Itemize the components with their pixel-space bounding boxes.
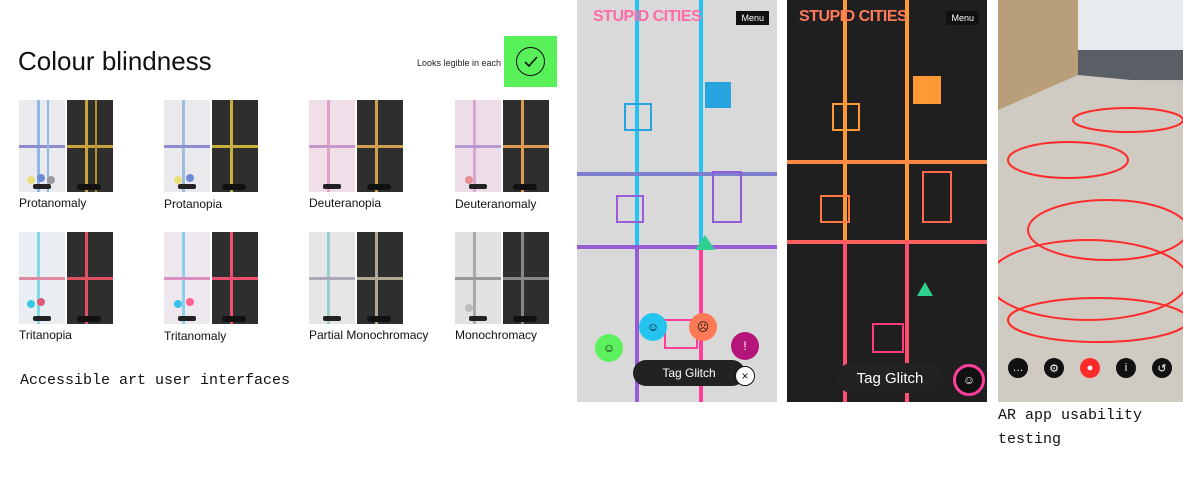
- dark-thumbnail: [212, 232, 258, 324]
- swatch-tritanopia: [19, 232, 113, 324]
- legible-check-badge: [504, 36, 557, 87]
- dark-thumbnail: [67, 232, 113, 324]
- app-title: STUPID CITIES: [593, 8, 702, 25]
- light-thumbnail: [455, 100, 501, 192]
- swatch-partial-monochromacy: [309, 232, 403, 324]
- app-title: STUPID CITIES: [799, 8, 908, 25]
- swatch-tritanomaly: [164, 232, 258, 324]
- menu-button[interactable]: Menu: [736, 11, 769, 25]
- settings-icon[interactable]: ⚙: [1044, 358, 1064, 378]
- light-thumbnail: [19, 232, 65, 324]
- back-icon[interactable]: ↺: [1152, 358, 1172, 378]
- ar-app-screenshot: … ⚙ ● i ↺: [998, 0, 1183, 402]
- light-thumbnail: [309, 100, 355, 192]
- tag-glitch-button[interactable]: Tag Glitch: [837, 363, 943, 393]
- swatch-label: Monochromacy: [455, 328, 538, 342]
- dark-thumbnail: [212, 100, 258, 192]
- caption-ar-testing: AR app usability testing: [998, 407, 1143, 448]
- light-app-screenshot: STUPID CITIES Menu ☺ ☺ ☹ ! Tag Glitch ×: [577, 0, 777, 402]
- emoji-wheel-button[interactable]: ☺: [953, 364, 985, 396]
- light-thumbnail: [164, 232, 210, 324]
- swatch-monochromacy: [455, 232, 549, 324]
- close-icon[interactable]: ×: [735, 366, 755, 386]
- chat-icon[interactable]: …: [1008, 358, 1028, 378]
- dark-thumbnail: [503, 232, 549, 324]
- dark-thumbnail: [357, 100, 403, 192]
- camera-icon[interactable]: ●: [1080, 358, 1100, 378]
- swatch-protanomaly: [19, 100, 113, 192]
- dark-app-screenshot: STUPID CITIES Menu Tag Glitch ☺: [787, 0, 987, 402]
- dark-thumbnail: [67, 100, 113, 192]
- swatch-deuteranopia: [309, 100, 403, 192]
- swatch-label: Tritanomaly: [164, 329, 227, 343]
- dark-thumbnail: [503, 100, 549, 192]
- sad-emoji-button[interactable]: ☹: [689, 313, 717, 341]
- light-thumbnail: [19, 100, 65, 192]
- legible-note: Looks legible in each: [417, 58, 502, 68]
- swatch-label: Deuteranomaly: [455, 197, 537, 211]
- swatch-label: Partial Monochromacy: [309, 328, 429, 342]
- swatch-label: Deuteranopia: [309, 196, 382, 210]
- tag-glitch-button[interactable]: Tag Glitch: [633, 360, 745, 386]
- check-icon: [516, 47, 545, 76]
- swatch-label: Protanomaly: [19, 196, 87, 210]
- swatch-label: Protanopia: [164, 197, 223, 211]
- section-title: Colour blindness: [18, 46, 212, 76]
- swatch-deuteranomaly: [455, 100, 549, 192]
- dark-thumbnail: [357, 232, 403, 324]
- light-thumbnail: [455, 232, 501, 324]
- alert-emoji-button[interactable]: !: [731, 332, 759, 360]
- light-thumbnail: [164, 100, 210, 192]
- caption-accessible-ui: Accessible art user interfaces: [20, 372, 291, 389]
- smile-emoji-button[interactable]: ☺: [595, 334, 623, 362]
- menu-button[interactable]: Menu: [946, 11, 979, 25]
- light-thumbnail: [309, 232, 355, 324]
- swatch-label: Tritanopia: [19, 328, 72, 342]
- info-icon[interactable]: i: [1116, 358, 1136, 378]
- swatch-protanopia: [164, 100, 258, 192]
- happy-emoji-button[interactable]: ☺: [639, 313, 667, 341]
